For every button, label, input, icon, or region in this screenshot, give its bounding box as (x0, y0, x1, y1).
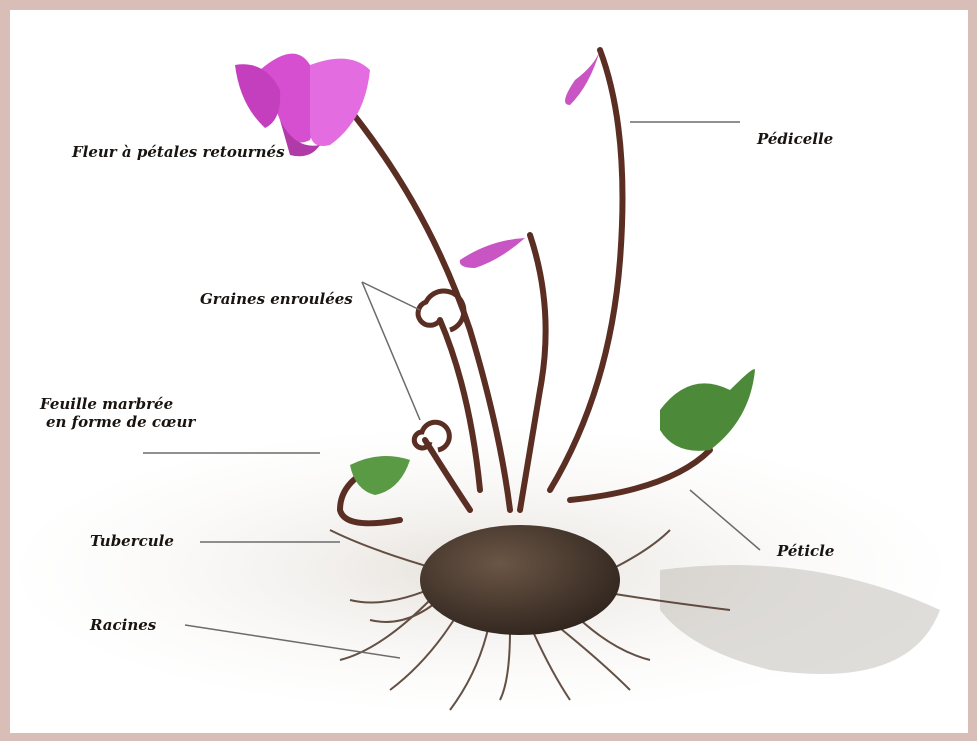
leaf-label: Feuille marbrée en forme de cœur (40, 395, 195, 431)
petiole-label: Péticle (777, 542, 834, 560)
pedicel-label: Pédicelle (757, 130, 833, 148)
diagram-frame: Fleur à pétales retournés Pédicelle Grai… (10, 10, 968, 733)
flower-label: Fleur à pétales retournés (72, 143, 285, 161)
bud-middle (460, 238, 525, 268)
roots-label: Racines (90, 616, 156, 634)
leaf-label-line2: en forme de cœur (46, 413, 195, 431)
seeds-label: Graines enroulées (200, 290, 353, 308)
flower (235, 54, 370, 157)
tuber-label: Tubercule (90, 532, 174, 550)
tuber (420, 525, 620, 635)
leaf-label-line1: Feuille marbrée (40, 395, 195, 413)
bud-top (565, 50, 600, 105)
leaf-right (660, 369, 755, 451)
